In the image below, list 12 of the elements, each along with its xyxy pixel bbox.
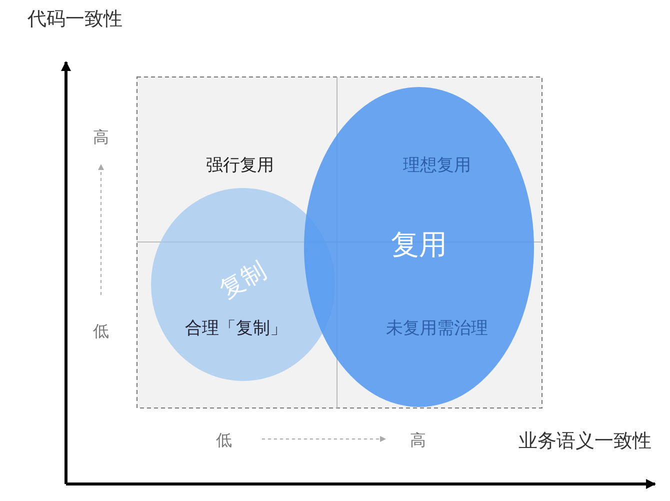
axis-title: 业务语义一致性 [518, 429, 652, 454]
set-label: 复制 [214, 254, 272, 306]
set-label: 复用 [391, 227, 447, 263]
scale-label: 低 [216, 430, 232, 452]
quadrant-label: 合理「复制」 [185, 318, 287, 340]
scale-label: 高 [410, 430, 426, 452]
scale-label: 低 [93, 322, 109, 342]
axis-title: 代码一致性 [28, 7, 122, 32]
quadrant-label: 未复用需治理 [386, 318, 488, 340]
scale-label: 高 [93, 128, 109, 148]
quadrant-label: 理想复用 [403, 154, 471, 176]
quadrant-label: 强行复用 [206, 154, 274, 176]
